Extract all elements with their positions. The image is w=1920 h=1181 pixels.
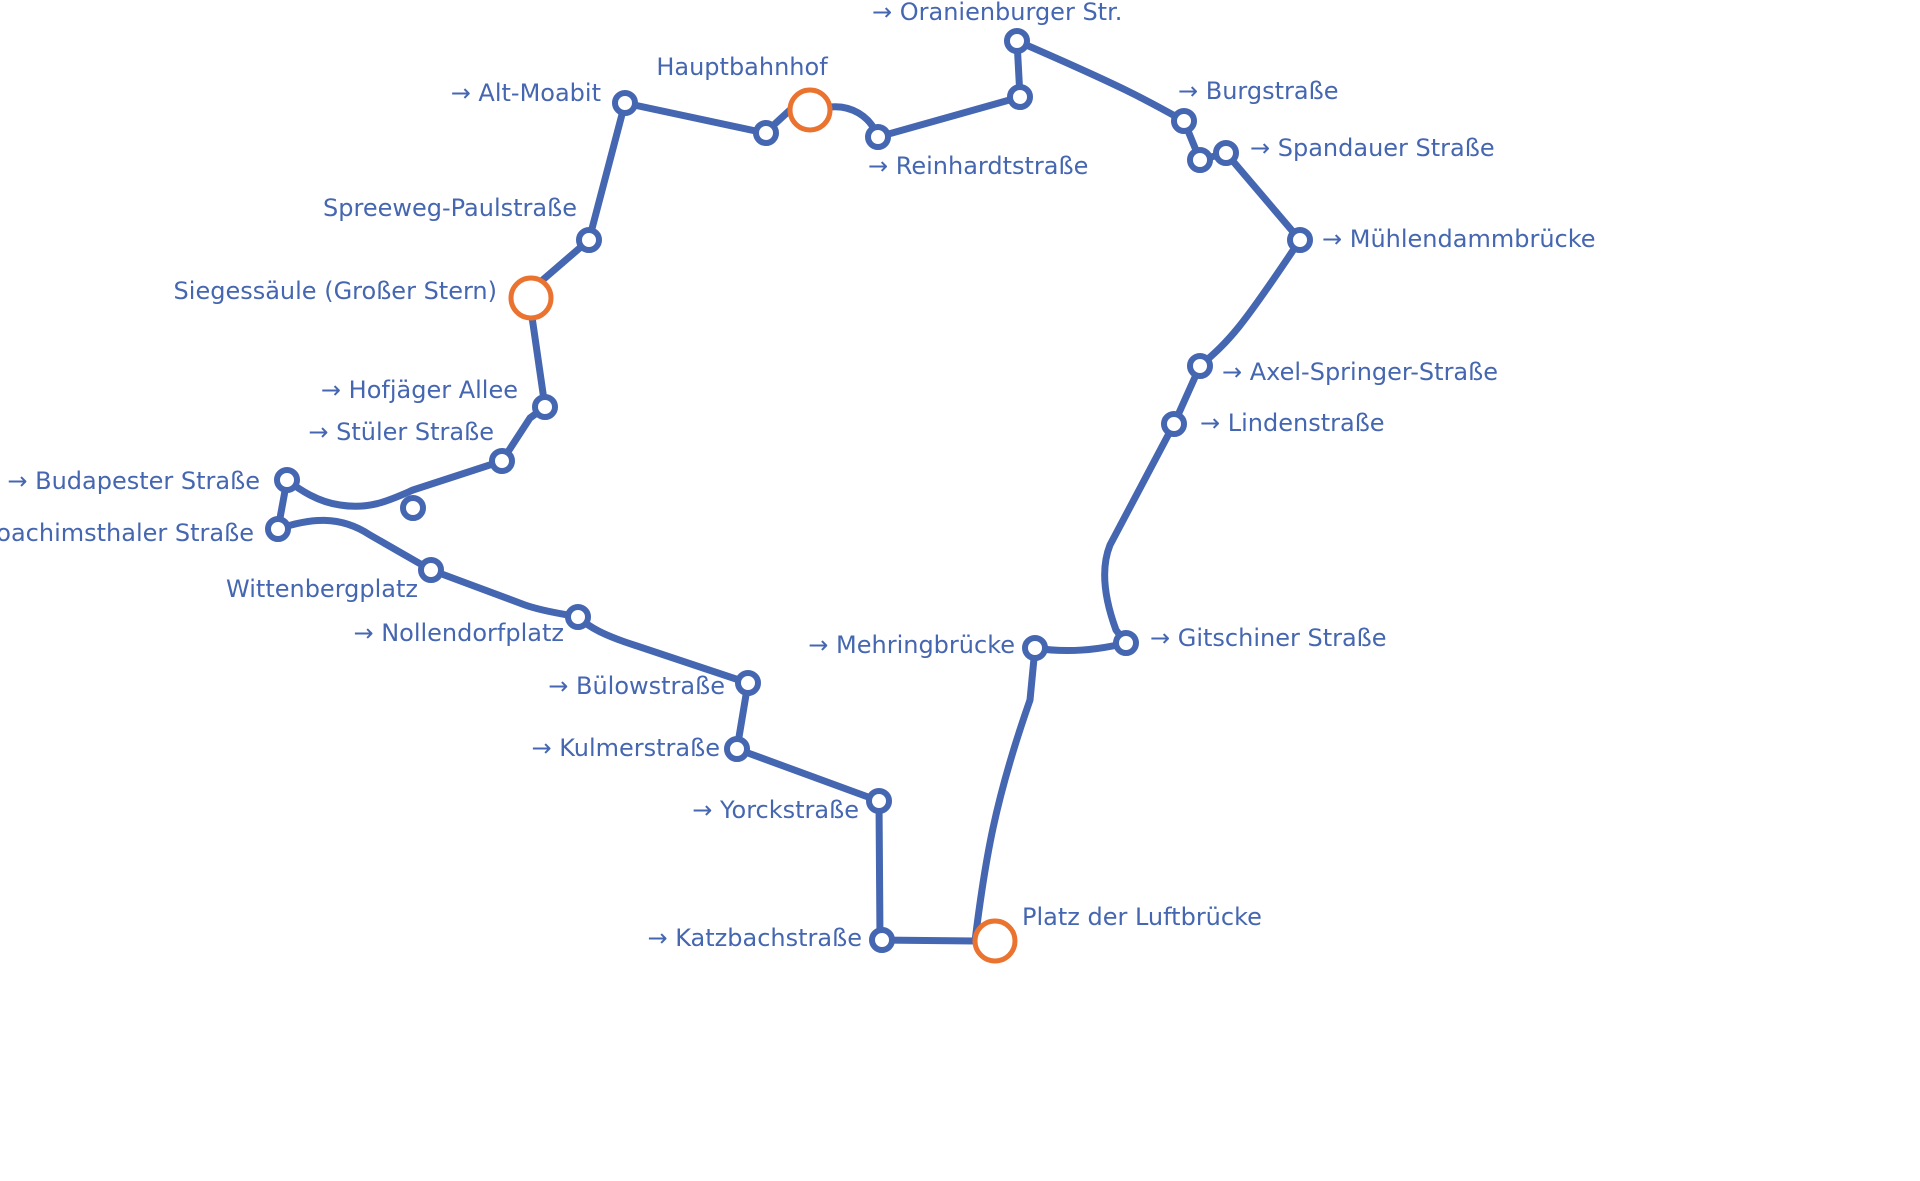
stop-marker-stueler-strasse[interactable] (489, 448, 515, 474)
stop-marker-yorckstrasse[interactable] (866, 788, 892, 814)
stop-marker-unlabeled-2[interactable] (1187, 147, 1213, 173)
stop-marker-axel-springer-strasse[interactable] (1187, 353, 1213, 379)
stop-marker-gitschiner-strasse[interactable] (1113, 630, 1139, 656)
stop-marker-unlabeled-3[interactable] (400, 495, 426, 521)
stops-group (265, 28, 1313, 964)
stop-marker-hofjaeger-allee[interactable] (532, 394, 558, 420)
stop-label-stueler-strasse: → Stüler Straße (308, 418, 494, 446)
stop-marker-joachimsthaler-strasse[interactable] (265, 516, 291, 542)
stop-marker-wittenbergplatz[interactable] (418, 557, 444, 583)
stop-marker-katzbachstrasse[interactable] (869, 927, 895, 953)
stop-label-reinhardtstrasse: → Reinhardtstraße (868, 152, 1088, 180)
stop-marker-nollendorfplatz[interactable] (565, 604, 591, 630)
stop-label-nollendorfplatz: → Nollendorfplatz (353, 619, 564, 647)
stop-marker-oranienburger-str[interactable] (1004, 28, 1030, 54)
stop-marker-mehringbruecke[interactable] (1022, 635, 1048, 661)
stop-marker-spandauer-strasse[interactable] (1213, 140, 1239, 166)
stop-marker-buelowstrasse[interactable] (735, 670, 761, 696)
stop-label-mehringbruecke: → Mehringbrücke (808, 631, 1015, 659)
stop-label-joachimsthaler-strasse: → Joachimsthaler Straße (0, 519, 254, 547)
stop-label-muehlendammbruecke: → Mühlendammbrücke (1322, 225, 1596, 253)
stop-label-burgstrasse: → Burgstraße (1178, 77, 1338, 105)
stop-label-spreeweg-paulstrasse: Spreeweg-Paulstraße (323, 194, 577, 222)
stop-marker-burgstrasse[interactable] (1171, 108, 1197, 134)
labels-group: Hauptbahnhof → Reinhardtstraße → Oranienbu… (0, 0, 1596, 952)
stop-marker-unlabeled-4[interactable] (753, 120, 779, 146)
stop-label-oranienburger-str: → Oranienburger Str. (872, 0, 1122, 26)
stop-marker-lindenstrasse[interactable] (1161, 411, 1187, 437)
stop-label-katzbachstrasse: → Katzbachstraße (648, 924, 863, 952)
stop-label-kulmerstrasse: → Kulmerstraße (531, 734, 720, 762)
stop-marker-muehlendammbruecke[interactable] (1287, 227, 1313, 253)
stop-marker-reinhardtstrasse[interactable] (865, 124, 891, 150)
stop-label-alt-moabit: → Alt-Moabit (451, 79, 601, 107)
stop-label-buelowstrasse: → Bülowstraße (548, 672, 725, 700)
stop-label-gitschiner-strasse: → Gitschiner Straße (1150, 624, 1387, 652)
stop-marker-hauptbahnhof[interactable] (787, 87, 833, 133)
stop-label-yorckstrasse: → Yorckstraße (692, 796, 859, 824)
stop-marker-siegessaeule-grosser-stern[interactable] (508, 275, 554, 321)
stop-label-siegessaeule-grosser-stern: Siegessäule (Großer Stern) (174, 277, 497, 305)
stop-label-lindenstrasse: → Lindenstraße (1200, 409, 1385, 437)
stop-label-platz-der-luftbruecke: Platz der Luftbrücke (1022, 903, 1262, 931)
stop-marker-alt-moabit[interactable] (612, 90, 638, 116)
stop-marker-unlabeled-1[interactable] (1007, 84, 1033, 110)
stop-label-budapester-strasse: → Budapester Straße (7, 467, 260, 495)
stop-marker-kulmerstrasse[interactable] (724, 736, 750, 762)
stop-label-axel-springer-strasse: → Axel-Springer-Straße (1222, 358, 1498, 386)
stop-label-wittenbergplatz: Wittenbergplatz (226, 575, 418, 603)
stop-marker-spreeweg-paulstrasse[interactable] (576, 227, 602, 253)
stop-label-spandauer-strasse: → Spandauer Straße (1250, 134, 1495, 162)
stop-label-hauptbahnhof: Hauptbahnhof (656, 53, 828, 81)
stop-marker-budapester-strasse[interactable] (274, 467, 300, 493)
stop-label-hofjaeger-allee: → Hofjäger Allee (321, 376, 518, 404)
stop-marker-platz-der-luftbruecke[interactable] (972, 918, 1018, 964)
